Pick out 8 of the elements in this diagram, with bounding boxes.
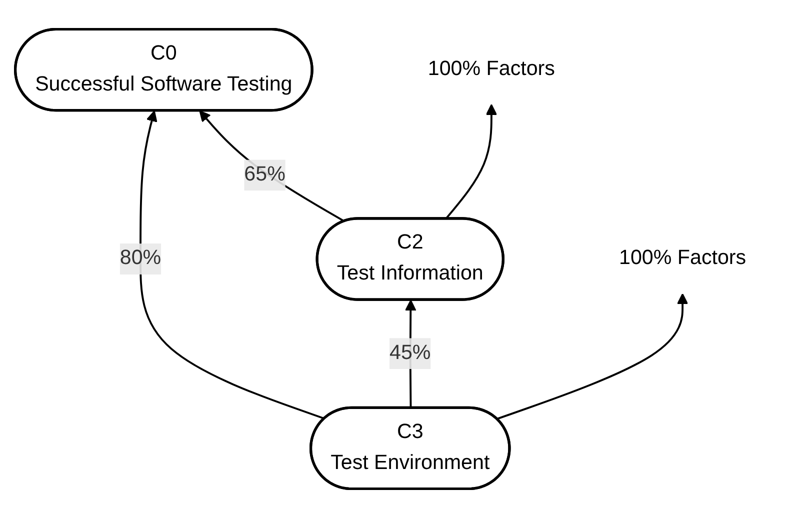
arrow [140,110,326,420]
node-text: 100% Factors [619,247,746,270]
edge-label: 65% [244,164,286,186]
arrow [496,293,688,420]
edge-label: 45% [390,342,431,364]
arrow [199,110,346,222]
node-text: 100% Factors [428,58,555,80]
edge-label: 80% [120,247,162,270]
